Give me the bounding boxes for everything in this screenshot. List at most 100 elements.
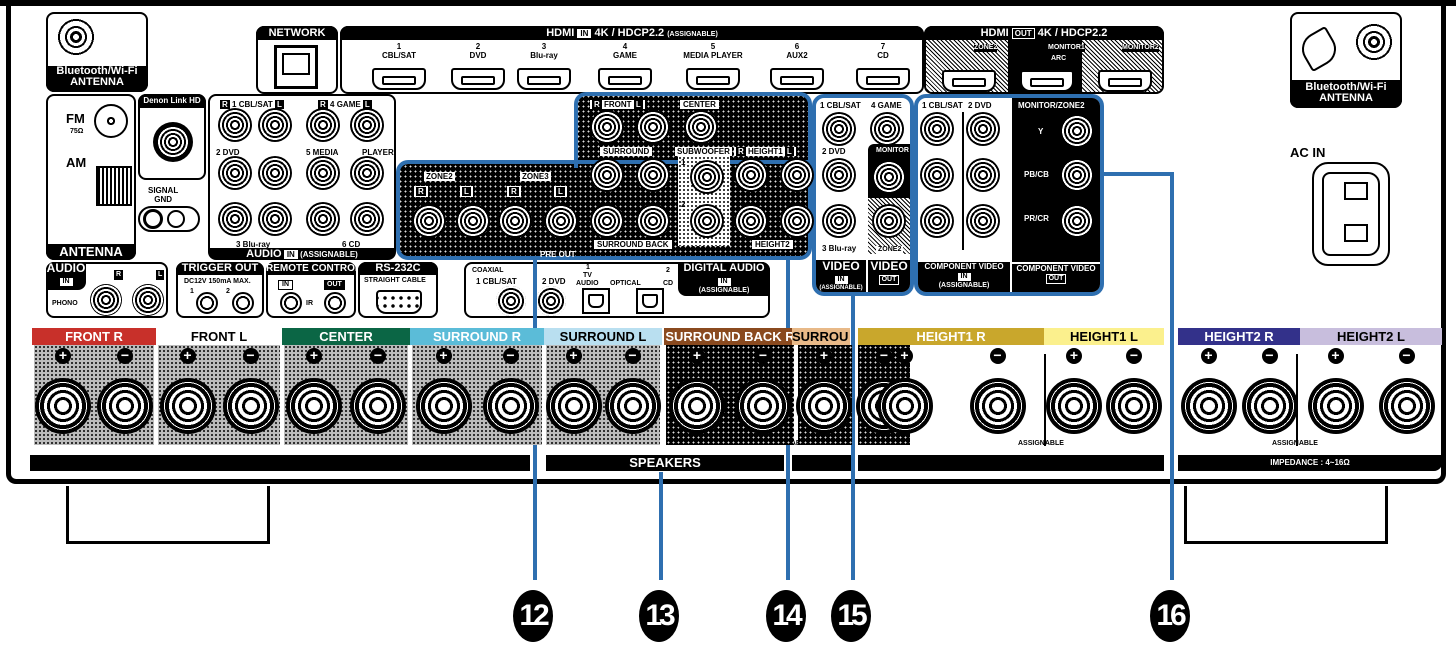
phono-r-jack[interactable]	[90, 284, 122, 316]
video-jack[interactable]	[822, 158, 856, 192]
ethernet-port-icon[interactable]	[274, 45, 318, 89]
pre-out-jack[interactable]	[590, 204, 624, 238]
optical1-port[interactable]	[582, 288, 610, 314]
speaker-terminal-surround-back-l-plus[interactable]	[796, 378, 852, 434]
speaker-terminal-plus[interactable]	[415, 378, 472, 434]
speaker-terminal-plus[interactable]	[669, 378, 725, 434]
component-jack[interactable]	[920, 204, 954, 238]
speaker-terminal-minus[interactable]	[350, 378, 406, 434]
hdmi-out-monitor1-port[interactable]	[1020, 70, 1074, 92]
component-jack[interactable]	[1060, 114, 1094, 148]
speaker-terminal-minus[interactable]	[604, 378, 661, 434]
pre-out-jack[interactable]	[636, 158, 670, 192]
pre-out-jack[interactable]	[590, 110, 624, 144]
hdmi-in-port-6[interactable]	[770, 68, 824, 90]
trigger-2-jack[interactable]	[232, 292, 254, 314]
foot-left	[66, 486, 270, 544]
highlight-video	[812, 94, 914, 296]
video-jack[interactable]	[870, 112, 904, 146]
pre-out-jack[interactable]	[498, 204, 532, 238]
audio-in-jack[interactable]	[218, 202, 252, 236]
audio-in-jack[interactable]	[306, 108, 340, 142]
speaker-terminal-plus[interactable]	[545, 378, 602, 434]
speaker-terminal-plus[interactable]	[159, 378, 216, 434]
speaker-terminal-plus[interactable]	[1180, 378, 1237, 434]
pre-out-jack[interactable]	[544, 204, 578, 238]
rs232c-port[interactable]	[376, 290, 422, 314]
pre-out-jack[interactable]	[456, 204, 490, 238]
denon-link-port[interactable]	[153, 122, 193, 162]
hdmi-in-port-4[interactable]	[598, 68, 652, 90]
component-jack[interactable]	[1060, 204, 1094, 238]
remote-in-jack[interactable]	[280, 292, 302, 314]
remote-out-jack[interactable]	[324, 292, 346, 314]
am-terminal-icon[interactable]	[96, 166, 132, 206]
pre-out-jack[interactable]	[412, 204, 446, 238]
speaker-terminal-plus[interactable]	[1307, 378, 1364, 434]
audio-in-jack[interactable]	[218, 108, 252, 142]
hdmi-in-port-2[interactable]	[451, 68, 505, 90]
pre-out-jack[interactable]	[590, 158, 624, 192]
speaker-terminal-plus[interactable]	[286, 378, 342, 434]
component-jack[interactable]	[966, 204, 1000, 238]
coax2-jack[interactable]	[536, 286, 566, 316]
pre-out-jack[interactable]	[636, 204, 670, 238]
pre-out-jack[interactable]	[734, 204, 768, 238]
pre-out-jack[interactable]	[780, 158, 814, 192]
pre-out-jack[interactable]	[690, 160, 724, 194]
component-jack[interactable]	[920, 112, 954, 146]
hdmi-in-port-1[interactable]	[372, 68, 426, 90]
pre-out-jack[interactable]	[690, 204, 724, 238]
audio-in-jack[interactable]	[258, 156, 292, 190]
audio-in-jack[interactable]	[258, 202, 292, 236]
speaker-terminal-minus[interactable]	[969, 378, 1026, 434]
component-jack[interactable]	[966, 112, 1000, 146]
pre-out-jack[interactable]	[734, 158, 768, 192]
video-jack[interactable]	[872, 160, 906, 194]
speaker-terminal-minus[interactable]	[97, 378, 153, 434]
audio-in-jack[interactable]	[350, 156, 384, 190]
speaker-terminal-plus[interactable]	[876, 378, 933, 434]
pre-out-jack[interactable]	[684, 110, 718, 144]
speaker-terminal-minus[interactable]	[1241, 378, 1298, 434]
speaker-terminal-minus[interactable]	[735, 378, 791, 434]
remote-control-group: REMOTE CONTROL IN OUT IR	[266, 262, 361, 318]
component-jack[interactable]	[920, 158, 954, 192]
pre-out-jack[interactable]	[780, 204, 814, 238]
fm-connector-icon[interactable]	[94, 104, 128, 138]
audio-in-jack[interactable]	[350, 202, 384, 236]
component-jack[interactable]	[966, 158, 1000, 192]
speaker-terminal-minus[interactable]	[222, 378, 279, 434]
hdmi-out-monitor2-port[interactable]	[1098, 70, 1152, 92]
hdmi-in-port-5[interactable]	[686, 68, 740, 90]
antenna-label: ANTENNA	[46, 244, 136, 260]
video-jack[interactable]	[822, 112, 856, 146]
video-jack[interactable]	[822, 204, 856, 238]
speaker-terminal-plus[interactable]	[35, 378, 91, 434]
pre-out-jack[interactable]	[636, 110, 670, 144]
trigger-1-jack[interactable]	[196, 292, 218, 314]
hdmi-in-port-7[interactable]	[856, 68, 910, 90]
optical2-port[interactable]	[636, 288, 664, 314]
audio-in-jack[interactable]	[258, 108, 292, 142]
signal-gnd-terminal[interactable]	[138, 206, 200, 232]
audio-in-jack[interactable]	[350, 108, 384, 142]
plus-icon: +	[689, 348, 705, 364]
speaker-terminal-plus[interactable]	[1046, 378, 1102, 434]
phono-l-jack[interactable]	[132, 284, 164, 316]
hdmi-in-port-3[interactable]	[517, 68, 571, 90]
coax1-jack[interactable]	[496, 286, 526, 316]
audio-in-jack[interactable]	[306, 156, 340, 190]
remote-out-label: OUT	[324, 280, 345, 290]
speaker-terminal-minus[interactable]	[1106, 378, 1162, 434]
video-jack[interactable]	[872, 204, 906, 238]
component-jack[interactable]	[1060, 158, 1094, 192]
hdmi-out-zone2-port[interactable]	[942, 70, 996, 92]
audio-in-jack[interactable]	[218, 156, 252, 190]
antenna-connector-icon[interactable]	[1354, 22, 1394, 62]
speaker-terminal-minus[interactable]	[1378, 378, 1435, 434]
audio-in-jack[interactable]	[306, 202, 340, 236]
speaker-terminal-minus[interactable]	[482, 378, 539, 434]
ac-inlet[interactable]	[1312, 162, 1390, 266]
